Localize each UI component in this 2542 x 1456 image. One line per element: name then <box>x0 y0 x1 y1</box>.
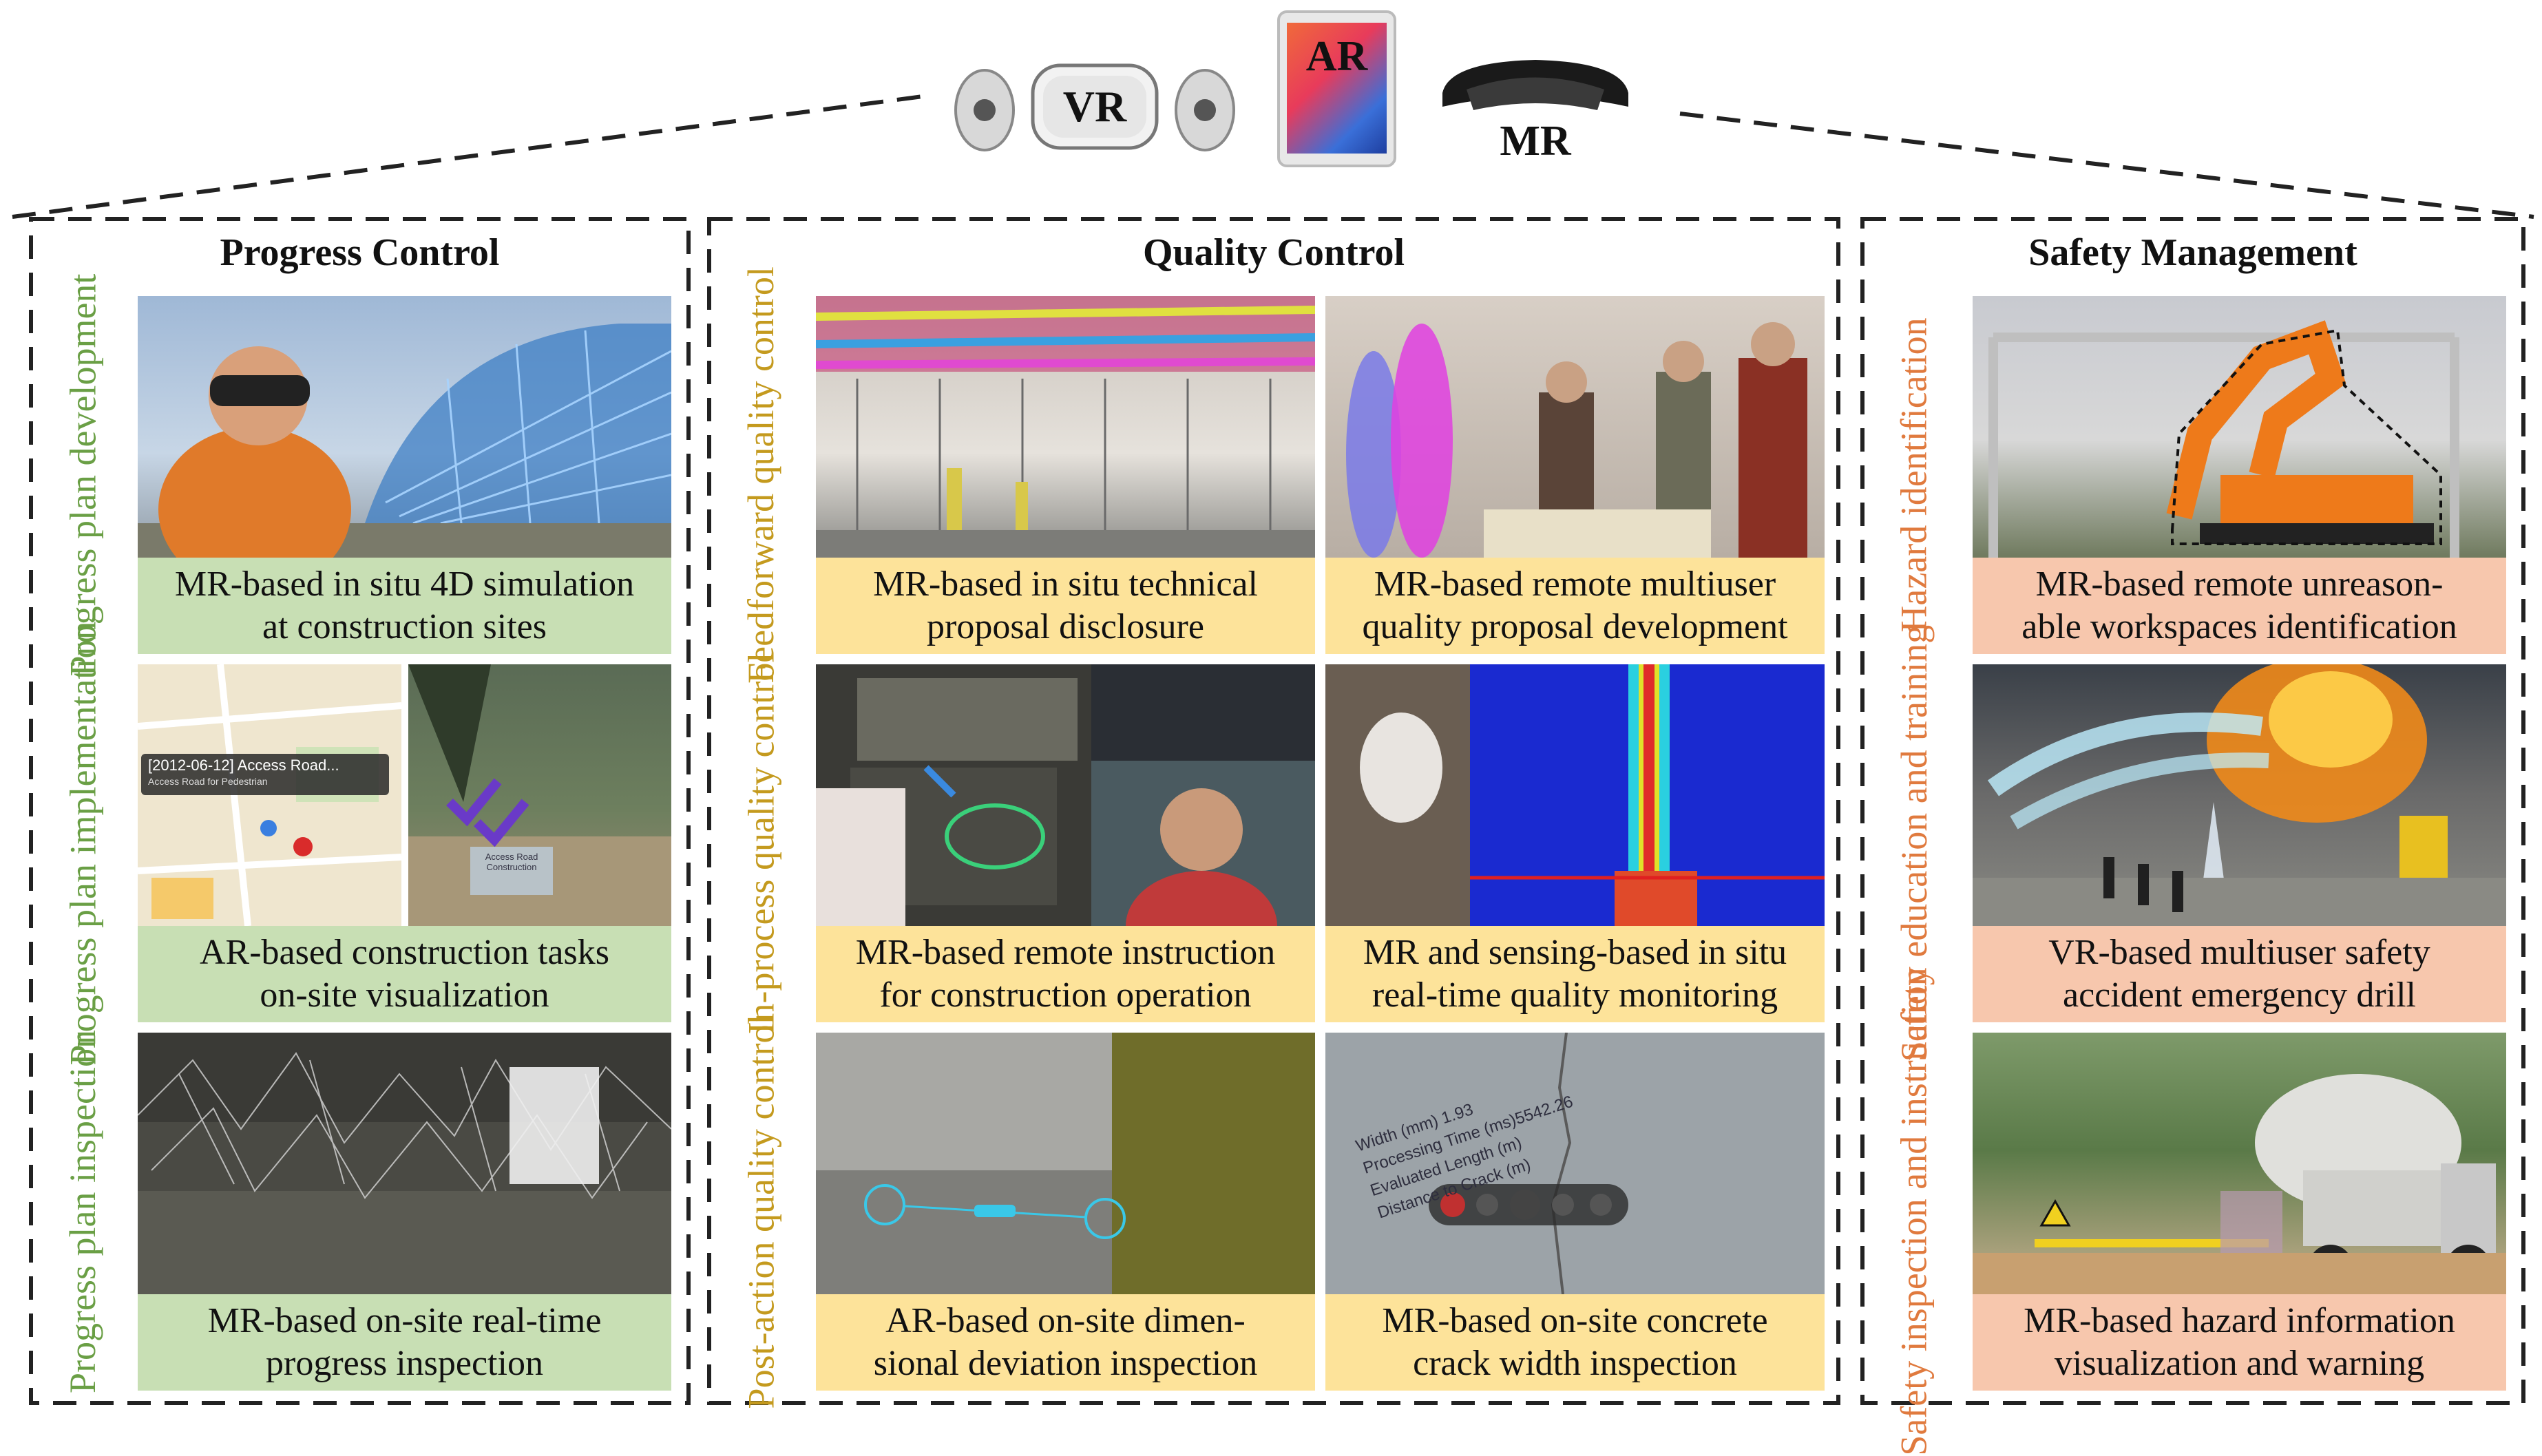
safety-column-box <box>1860 217 2525 1405</box>
ar-label: AR <box>1305 32 1368 80</box>
photo-crack-width: Width (mm) 1.93 Processing Time (ms)5542… <box>1325 1033 1825 1295</box>
roof-left-line <box>12 94 923 219</box>
row-label-in-process-quality-control: In-process quality control <box>740 652 782 1035</box>
progress-column-box <box>29 217 691 1405</box>
photo-hazard-warning <box>1973 1033 2506 1294</box>
photo-technical-proposal <box>816 296 1315 558</box>
tile-remote-instruction: MR-based remote instruction for construc… <box>816 664 1315 1022</box>
row-label-progress-plan-development: Progress plan development <box>62 273 104 677</box>
photo-workspace-identification <box>1973 296 2506 558</box>
photo-remote-multiuser <box>1325 296 1825 558</box>
photo-remote-instruction <box>816 664 1315 981</box>
tile-workspace-identification: MR-based remote unreason- able workspace… <box>1973 296 2506 654</box>
caption-remote-multiuser-proposal: MR-based remote multiuser quality propos… <box>1325 558 1825 654</box>
caption-task-visualization: AR-based construction tasks on-site visu… <box>138 926 671 1022</box>
caption-dimensional-deviation: AR-based on-site dimen- sional deviation… <box>816 1294 1315 1391</box>
tile-task-visualization: [2012-06-12] Access Road... Access Road … <box>138 664 671 1022</box>
photo-quality-monitoring <box>1325 664 1825 926</box>
tile-remote-multiuser-proposal: MR-based remote multiuser quality propos… <box>1325 296 1825 654</box>
map-popup[interactable]: [2012-06-12] Access Road... Access Road … <box>141 754 389 795</box>
photo-emergency-drill <box>1973 664 2506 926</box>
vr-label: VR <box>1062 82 1127 131</box>
caption-quality-monitoring: MR and sensing-based in situ real-time q… <box>1325 926 1825 1022</box>
row-label-feedforward-quality-control: Feedforward quality control <box>740 266 781 684</box>
tile-dimensional-deviation: AR-based on-site dimen- sional deviation… <box>816 1033 1315 1391</box>
tile-crack-width-inspection: Width (mm) 1.93 Processing Time (ms)5542… <box>1325 1033 1825 1391</box>
caption-workspace-identification: MR-based remote unreason- able workspace… <box>1973 558 2506 654</box>
tile-progress-inspection: MR-based on-site real-time progress insp… <box>138 1033 671 1391</box>
mr-headset-icon: MR <box>1429 52 1642 169</box>
row-label-progress-plan-implementation: Progress plan implementation <box>62 621 104 1066</box>
tile-hazard-warning: MR-based hazard information visualizatio… <box>1973 1033 2506 1391</box>
roof-right-line <box>1679 112 2534 219</box>
progress-control-title: Progress Control <box>220 231 500 274</box>
caption-crack-width-inspection: MR-based on-site concrete crack width in… <box>1325 1294 1825 1391</box>
photo-4d-simulation <box>138 296 671 592</box>
map-popup-title: [2012-06-12] Access Road... <box>148 757 339 774</box>
caption-hazard-warning: MR-based hazard information visualizatio… <box>1973 1294 2506 1391</box>
tile-quality-monitoring: MR and sensing-based in situ real-time q… <box>1325 664 1825 1022</box>
photo-progress-inspection <box>138 1033 671 1294</box>
map-popup-subtitle: Access Road for Pedestrian <box>148 776 268 787</box>
quality-control-title: Quality Control <box>1142 231 1405 274</box>
safety-management-title: Safety Management <box>2028 231 2357 274</box>
mr-label: MR <box>1500 117 1571 165</box>
row-label-progress-plan-inspection: Progress plan inspection <box>62 1030 103 1393</box>
ar-tablet-icon: AR <box>1277 10 1396 167</box>
photo-task-visualization: [2012-06-12] Access Road... Access Road … <box>138 664 671 927</box>
frame-lines <box>12 94 2534 1405</box>
tile-4d-simulation: MR-based in situ 4D simulation at constr… <box>138 296 671 654</box>
row-label-safety-inspection-instruction: Safety inspection and instruction <box>1893 967 1935 1456</box>
row-label-hazard-identification: Hazard identification <box>1893 317 1935 633</box>
site-photo: Access Road Construction <box>408 664 671 926</box>
caption-4d-simulation: MR-based in situ 4D simulation at constr… <box>138 558 671 654</box>
vr-headset-icon: VR <box>947 48 1243 158</box>
caption-emergency-drill: VR-based multiuser safety accident emerg… <box>1973 926 2506 1022</box>
tile-technical-proposal-disclosure: MR-based in situ technical proposal disc… <box>816 296 1315 654</box>
site-sign-text: Access Road Construction <box>485 852 538 872</box>
caption-technical-proposal-disclosure: MR-based in situ technical proposal disc… <box>816 558 1315 654</box>
tile-emergency-drill: VR-based multiuser safety accident emerg… <box>1973 664 2506 1022</box>
map-view: [2012-06-12] Access Road... Access Road … <box>138 664 402 927</box>
row-label-post-action-quality-control: Post-action quality control <box>740 1014 781 1409</box>
quality-column-box <box>707 217 1840 1405</box>
caption-remote-instruction: MR-based remote instruction for construc… <box>816 926 1315 1022</box>
photo-dimensional-deviation <box>816 1033 1315 1294</box>
caption-progress-inspection: MR-based on-site real-time progress insp… <box>138 1294 671 1391</box>
